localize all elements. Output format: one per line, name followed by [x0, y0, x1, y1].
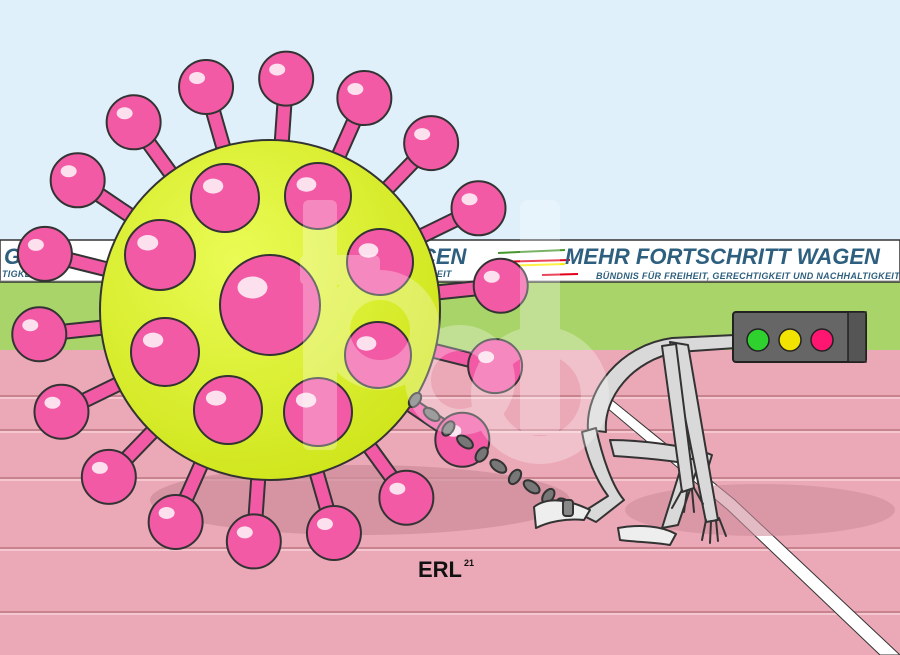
virus-bump-highlight	[205, 390, 227, 406]
virus-bump-highlight	[137, 235, 159, 251]
chain-link	[456, 434, 474, 450]
virus-spike-stem	[424, 343, 478, 367]
virus-spike-head	[472, 257, 529, 314]
virus-spike-head	[16, 225, 73, 282]
virus-bump	[124, 219, 196, 291]
virus-spikes	[11, 50, 529, 570]
virus-spike-stem	[179, 454, 209, 507]
virus-spike-head	[378, 469, 435, 526]
traffic-light-lamp-yellow	[778, 328, 802, 352]
virus-spike-stem	[141, 135, 180, 183]
runner-foot	[533, 499, 591, 529]
virus-spike-highlight	[44, 396, 61, 409]
virus-bump-highlight	[237, 276, 268, 299]
virus-spike-stem	[77, 376, 128, 408]
virus-spike-stem	[119, 422, 162, 466]
virus-bump-highlight	[142, 332, 164, 348]
virus-spike-stem	[206, 104, 231, 158]
virus-spike-highlight	[91, 461, 108, 474]
virus-spike-stem	[62, 253, 116, 277]
runner-hand-right	[701, 517, 727, 544]
artist-signature: ERL	[418, 557, 462, 582]
virus-spike-highlight	[189, 71, 206, 84]
ankle-shackle	[562, 499, 574, 517]
virus-spike-head	[336, 70, 393, 127]
virus-bump	[193, 375, 263, 445]
virus-spike-highlight	[347, 83, 364, 96]
virus-spike-head	[80, 448, 137, 505]
chain-link	[489, 458, 508, 474]
virus-spike-head	[450, 180, 507, 237]
traffic-light	[732, 311, 867, 363]
virus-spike-highlight	[483, 270, 500, 283]
virus-spike-highlight	[236, 526, 253, 539]
virus-spike-head	[305, 505, 362, 562]
virus-spike-head	[105, 94, 162, 151]
chain-link	[407, 391, 423, 409]
virus-spike-stem	[331, 113, 361, 166]
artist-signature-year: 21	[464, 558, 474, 568]
virus-spike-head	[11, 306, 68, 363]
virus-spike-head	[33, 383, 90, 440]
virus-spike-highlight	[461, 193, 478, 206]
traffic-light-lamp-red	[810, 328, 834, 352]
banner-mid-subtitle: KEIT	[430, 269, 453, 279]
virus-bump-highlight	[202, 178, 224, 194]
virus-spike-stem	[360, 437, 399, 485]
virus-spike-stem	[428, 282, 483, 299]
virus-bump-highlight	[358, 243, 379, 258]
chain-link	[422, 406, 441, 422]
virus-spike-highlight	[414, 128, 431, 141]
virus-spike-stem	[412, 212, 463, 244]
runner-front-foot	[617, 525, 677, 546]
virus-surface-bumps	[124, 162, 414, 447]
virus-spike-head	[178, 58, 235, 115]
virus-spike-highlight	[389, 482, 406, 495]
runner	[533, 334, 737, 546]
virus-spike-head	[49, 152, 106, 209]
virus-spike-stem	[91, 187, 140, 224]
virus-spike-highlight	[60, 165, 77, 178]
virus-spike-highlight	[116, 107, 133, 120]
virus-spike-highlight	[22, 319, 39, 332]
virus-spike-stem	[275, 96, 291, 152]
virus-bump-highlight	[356, 336, 377, 351]
watermark-logo	[300, 200, 609, 464]
banner-stripe-green	[497, 249, 566, 254]
chain-link	[441, 420, 456, 437]
traffic-light-lamp-green	[746, 328, 770, 352]
virus-bump	[130, 317, 200, 387]
virus-spike-head	[225, 513, 282, 570]
virus-bump-highlight	[295, 392, 317, 408]
virus-bump	[190, 163, 260, 233]
virus-spike-stem	[57, 321, 112, 338]
banner-subtitle: BÜNDNIS FÜR FREIHEIT, GERECHTIGKEIT UND …	[596, 271, 900, 281]
virus-spike-highlight	[158, 506, 175, 519]
virus-spike-stem	[309, 462, 334, 516]
virus-spike-head	[147, 493, 204, 550]
virus-spike-stem	[378, 154, 421, 198]
banner-title: MEHR FORTSCHRITT WAGEN	[565, 244, 881, 269]
runner-hand-left	[671, 487, 704, 513]
chain-link	[474, 446, 489, 463]
virus-spike-highlight	[269, 63, 286, 76]
chain-link	[522, 479, 541, 495]
virus-spike-stem	[249, 468, 265, 524]
virus-spike-highlight	[316, 518, 333, 531]
virus-spike-highlight	[27, 238, 44, 251]
banner-left-subtitle: TIGKEIT	[2, 269, 41, 279]
virus-spike-highlight	[478, 351, 495, 364]
virus-spike-head	[258, 50, 315, 107]
virus-bump-highlight	[296, 177, 317, 192]
virus	[11, 50, 529, 570]
chain-link	[507, 468, 523, 486]
virus-spike-head	[403, 115, 460, 172]
